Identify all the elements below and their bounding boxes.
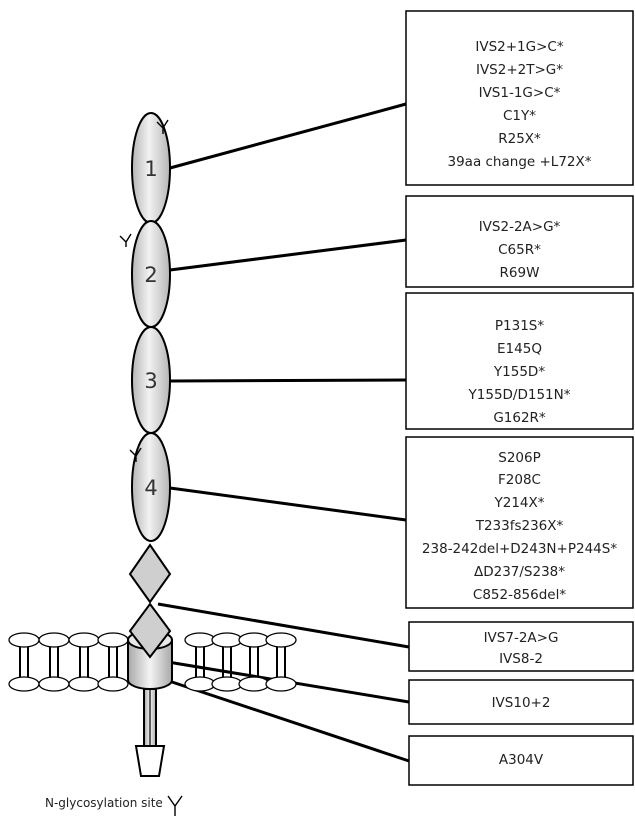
domain-number: 3 bbox=[144, 369, 157, 393]
mutation-label: Y155D* bbox=[493, 364, 545, 380]
glycosylation-y-icon bbox=[168, 796, 182, 816]
glycosylation-y-icon bbox=[120, 234, 131, 247]
lipid-right-group bbox=[185, 633, 296, 691]
stalk-diamond-1 bbox=[130, 545, 170, 602]
mutation-label: IVS10+2 bbox=[492, 695, 551, 711]
mutation-label: F208C bbox=[498, 472, 541, 488]
mutation-label: C852-856del* bbox=[473, 587, 566, 603]
mutation-label: IVS7-2A>G bbox=[484, 630, 559, 646]
mutation-label: IVS2-2A>G* bbox=[479, 219, 561, 235]
mutation-label: A304V bbox=[499, 752, 544, 768]
lipid-left-group bbox=[9, 633, 128, 691]
domain-3: 3 bbox=[132, 327, 170, 433]
mutation-label: R25X* bbox=[498, 131, 541, 147]
mutation-label: T233fs236X* bbox=[475, 518, 564, 534]
mutation-box-4: S206P F208C Y214X* T233fs236X* 238-242de… bbox=[406, 437, 633, 608]
mutation-box-7: A304V bbox=[409, 736, 633, 785]
mutation-label: E145Q bbox=[497, 341, 542, 357]
mutation-label: 238-242del+D243N+P244S* bbox=[422, 541, 617, 557]
mutation-label: IVS2+2T>G* bbox=[476, 62, 563, 78]
domain-number: 1 bbox=[144, 157, 157, 181]
connector-line-4 bbox=[170, 488, 406, 520]
domain-4: 4 bbox=[132, 433, 170, 541]
cytoplasmic-tail bbox=[136, 689, 164, 776]
mutation-label: S206P bbox=[498, 450, 540, 466]
legend-label: N-glycosylation site bbox=[45, 796, 163, 810]
domain-number: 2 bbox=[144, 263, 157, 287]
connector-line-7 bbox=[166, 680, 409, 761]
mutation-label: G162R* bbox=[493, 410, 546, 426]
mutation-label: C65R* bbox=[498, 242, 541, 258]
mutation-label: Y155D/D151N* bbox=[468, 387, 571, 403]
mutation-label: R69W bbox=[500, 265, 540, 281]
mutation-box-1: IVS2+1G>C* IVS2+2T>G* IVS1-1G>C* C1Y* R2… bbox=[406, 11, 633, 185]
mutation-box-3: P131S* E145Q Y155D* Y155D/D151N* G162R* bbox=[406, 293, 633, 429]
legend: N-glycosylation site bbox=[45, 796, 182, 816]
mutation-label: Y214X* bbox=[493, 495, 544, 511]
mutation-label: IVS2+1G>C* bbox=[475, 39, 563, 55]
domain-1: 1 bbox=[132, 113, 170, 223]
domain-number: 4 bbox=[144, 476, 157, 500]
mutation-label: ΔD237/S238* bbox=[474, 564, 565, 580]
connector-line-3 bbox=[170, 380, 406, 381]
mutation-label: IVS8-2 bbox=[499, 651, 543, 667]
mutation-box-6: IVS10+2 bbox=[409, 680, 633, 724]
connector-line-2 bbox=[170, 240, 406, 270]
connector-line-1 bbox=[170, 104, 406, 168]
mutation-label: IVS1-1G>C* bbox=[479, 85, 561, 101]
domain-2: 2 bbox=[132, 221, 170, 327]
mutation-label: P131S* bbox=[495, 318, 544, 334]
mutation-label: C1Y* bbox=[503, 108, 536, 124]
mutation-label: 39aa change +L72X* bbox=[448, 154, 592, 170]
mutation-box-2: IVS2-2A>G* C65R* R69W bbox=[406, 196, 633, 287]
mutation-box-5: IVS7-2A>G IVS8-2 bbox=[409, 622, 633, 671]
